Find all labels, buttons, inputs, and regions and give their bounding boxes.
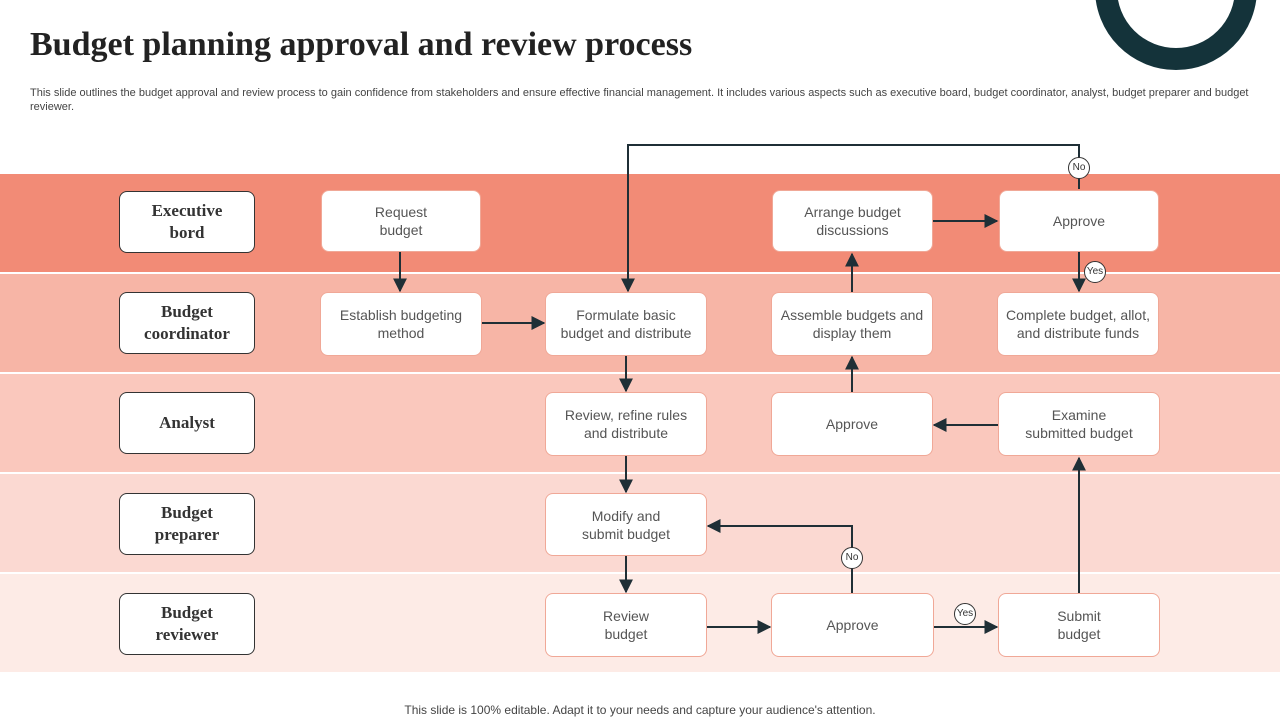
step-reviewer-approve: Approve [771, 593, 934, 657]
decision-exec-yes-badge: Yes [1084, 261, 1106, 283]
step-request-budget: Request budget [321, 190, 481, 252]
step-establish-budgeting-method: Establish budgeting method [320, 292, 482, 356]
step-submit-budget: Submit budget [998, 593, 1160, 657]
step-analyst-approve: Approve [771, 392, 933, 456]
role-executive-board: Executive bord [119, 191, 255, 253]
role-budget-preparer: Budget preparer [119, 493, 255, 555]
decorative-ring [1095, 0, 1257, 70]
role-budget-reviewer: Budget reviewer [119, 593, 255, 655]
decision-exec-no-badge: No [1068, 157, 1090, 179]
role-budget-coordinator: Budget coordinator [119, 292, 255, 354]
role-analyst: Analyst [119, 392, 255, 454]
slide-footer: This slide is 100% editable. Adapt it to… [404, 703, 876, 717]
step-modify-submit-budget: Modify and submit budget [545, 493, 707, 556]
step-arrange-budget-discussions: Arrange budget discussions [772, 190, 933, 252]
step-complete-budget: Complete budget, allot, and distribute f… [997, 292, 1159, 356]
step-examine-submitted-budget: Examine submitted budget [998, 392, 1160, 456]
step-assemble-budgets: Assemble budgets and display them [771, 292, 933, 356]
step-review-budget: Review budget [545, 593, 707, 657]
step-review-refine-rules: Review, refine rules and distribute [545, 392, 707, 456]
decision-reviewer-no-badge: No [841, 547, 863, 569]
slide-description: This slide outlines the budget approval … [30, 87, 1249, 113]
slide-title: Budget planning approval and review proc… [30, 26, 693, 63]
step-formulate-basic-budget: Formulate basic budget and distribute [545, 292, 707, 356]
decision-reviewer-yes-badge: Yes [954, 603, 976, 625]
step-executive-approve: Approve [999, 190, 1159, 252]
